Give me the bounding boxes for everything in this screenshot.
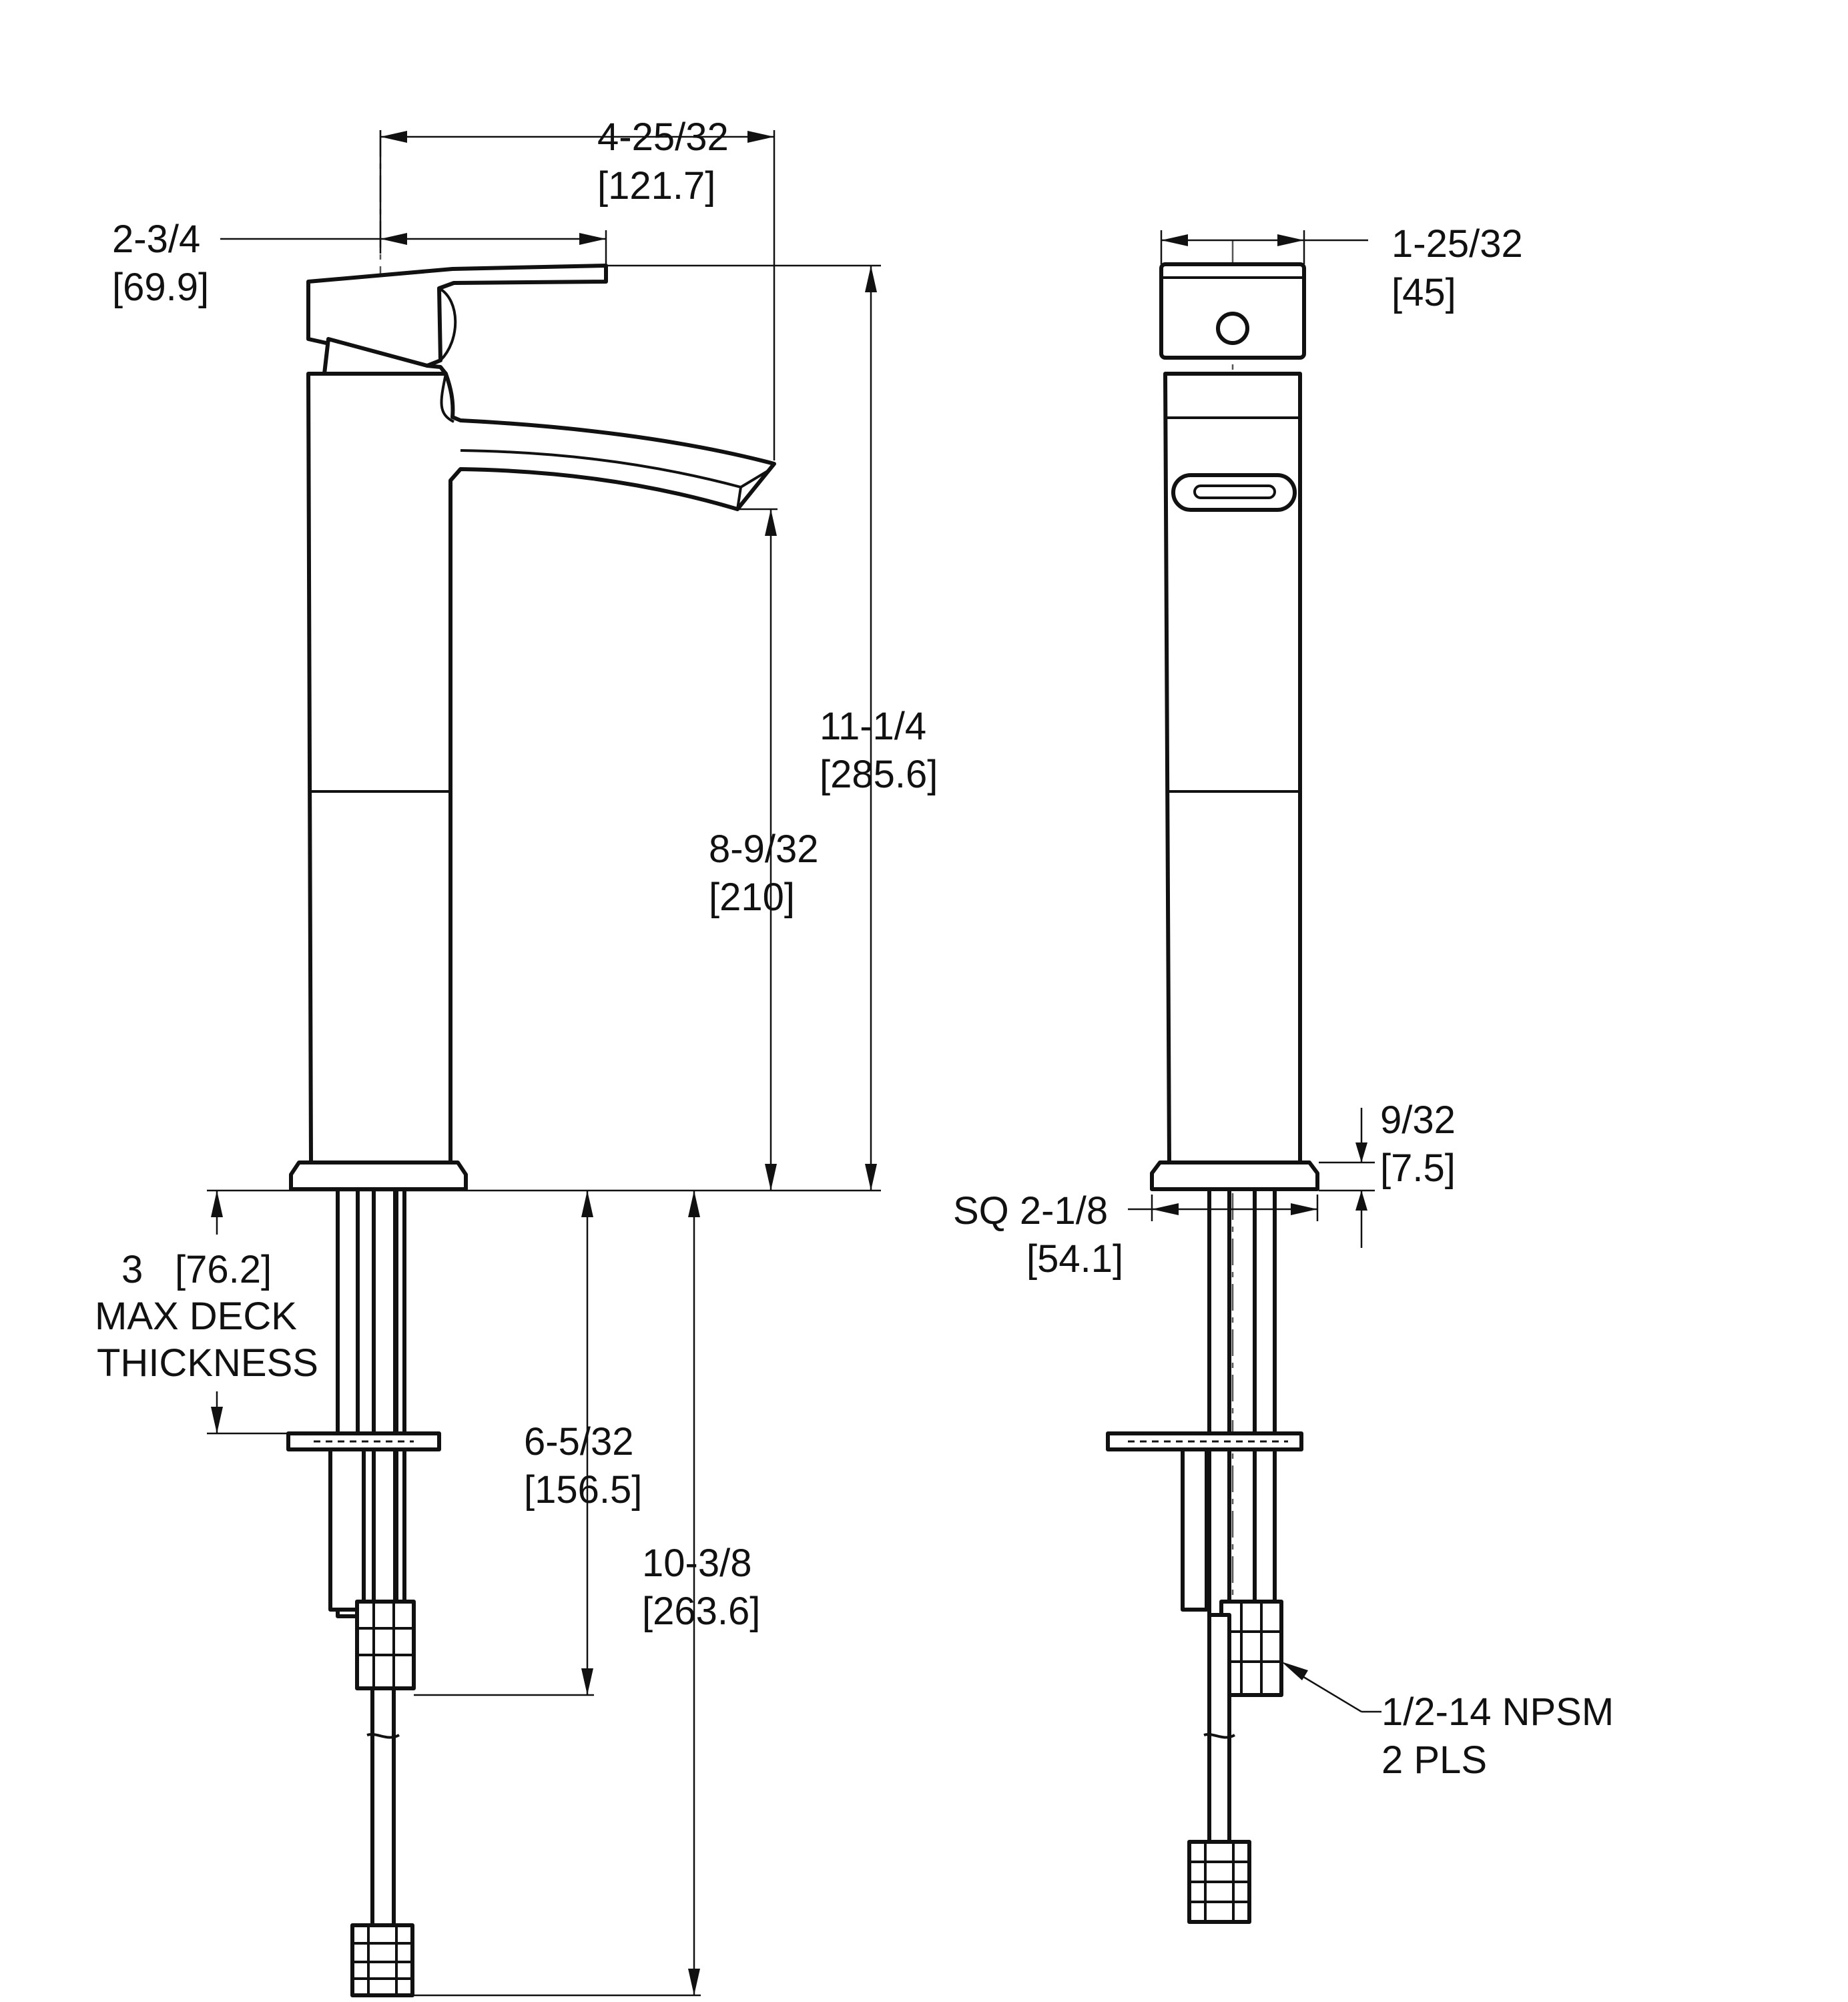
overall-arrow-bottom <box>865 1164 877 1191</box>
front-tube-break <box>366 1732 400 1739</box>
shank-arrow-top <box>581 1191 593 1217</box>
reach-arrow-right <box>747 131 774 143</box>
handle-metric-label: [69.9] <box>112 266 209 309</box>
front-supply-line <box>372 1187 397 1645</box>
front-compression-fitting <box>350 1923 414 1997</box>
front-base-escutcheon <box>289 1160 468 1191</box>
side-aerator-outlet <box>1171 473 1297 512</box>
reach-imperial-label: 4-25/32 <box>597 115 729 159</box>
front-spout-bevel <box>460 449 769 489</box>
front-supply-line <box>394 1187 406 1658</box>
side-handle-screw-icon <box>1216 312 1249 345</box>
deck-thickness-note-line2: MAX DECK <box>95 1295 297 1338</box>
deck-thickness-value-label: 3 <box>121 1248 143 1291</box>
base-square-imperial-label: SQ 2-1/8 <box>953 1189 1108 1233</box>
supply-arrow-top <box>688 1191 700 1217</box>
body-width-arrow-right <box>1277 234 1304 246</box>
connection-leader-line <box>1294 1670 1362 1713</box>
dimension-labels: 4-25/32 [121.7] 2-3/4 [69.9] 11-1/4 [285… <box>95 115 1614 1782</box>
connection-spec-label: 1/2-14 NPSM <box>1381 1690 1614 1734</box>
overall-height-metric-label: [285.6] <box>820 753 938 796</box>
deck-thickness-arrow-bottom <box>211 1407 223 1433</box>
connection-count-label: 2 PLS <box>1381 1738 1487 1782</box>
shank-arrow-bottom <box>581 1668 593 1695</box>
front-handle-cap <box>438 287 457 362</box>
side-compression-fitting-detail <box>1189 1842 1249 1922</box>
connection-leader-arrow <box>1281 1662 1308 1680</box>
side-threaded-shank <box>1207 1187 1231 1618</box>
body-width-imperial-label: 1-25/32 <box>1392 222 1523 266</box>
overall-height-imperial-label: 11-1/4 <box>820 705 926 748</box>
side-connector-nut-detail <box>1221 1602 1281 1695</box>
front-spout-inner-edge <box>440 373 454 423</box>
reach-metric-label: [121.7] <box>597 164 715 208</box>
front-connector-nut <box>355 1600 416 1690</box>
front-connector-nut-detail <box>357 1602 414 1688</box>
front-compression-fitting-detail <box>352 1925 412 1995</box>
spout-arrow-top <box>765 509 777 536</box>
reach-arrow-left <box>380 131 407 143</box>
side-tube-break <box>1203 1732 1235 1739</box>
front-spout-bevel-lower <box>736 486 742 510</box>
spout-height-imperial-label: 8-9/32 <box>709 827 818 871</box>
handle-arrow-left <box>380 233 407 245</box>
deck-thickness-arrow-top <box>211 1191 223 1217</box>
spout-height-metric-label: [210] <box>709 876 795 919</box>
side-supply-tube <box>1207 1613 1231 1844</box>
base-square-arrow-left <box>1152 1203 1179 1215</box>
front-view <box>286 130 776 1997</box>
front-supply-tube <box>370 1686 396 1927</box>
deck-thickness-metric-label: [76.2] <box>175 1248 272 1291</box>
dimension-lines <box>207 130 1381 1997</box>
side-handle-block <box>1159 262 1306 360</box>
handle-arrow-right <box>579 233 606 245</box>
base-square-arrow-right <box>1291 1203 1317 1215</box>
side-lower-shank <box>1181 1447 1209 1612</box>
supply-metric-label: [263.6] <box>642 1590 760 1633</box>
deck-thickness-note-line3: THICKNESS <box>97 1341 318 1385</box>
side-supply-line <box>1253 1187 1277 1618</box>
spout-arrow-bottom <box>765 1164 777 1191</box>
base-height-arrow-bottom <box>1355 1191 1367 1211</box>
front-handle-neck <box>322 337 448 376</box>
base-height-metric-label: [7.5] <box>1380 1146 1456 1190</box>
handle-imperial-label: 2-3/4 <box>112 218 200 261</box>
shank-imperial-label: 6-5/32 <box>524 1420 633 1463</box>
side-aerator-slot <box>1193 484 1276 499</box>
base-height-imperial-label: 9/32 <box>1380 1098 1456 1142</box>
base-height-arrow-top <box>1355 1142 1367 1162</box>
body-width-metric-label: [45] <box>1392 271 1456 314</box>
front-faucet-body <box>306 372 776 1164</box>
body-width-arrow-left <box>1161 234 1188 246</box>
shank-metric-label: [156.5] <box>524 1468 642 1512</box>
supply-imperial-label: 10-3/8 <box>642 1542 751 1585</box>
supply-arrow-bottom <box>688 1969 700 1995</box>
front-lower-shank <box>328 1447 366 1612</box>
side-view <box>1106 240 1319 1924</box>
side-base-escutcheon <box>1150 1160 1319 1191</box>
base-square-metric-label: [54.1] <box>1026 1237 1123 1281</box>
overall-arrow-top <box>865 266 877 292</box>
